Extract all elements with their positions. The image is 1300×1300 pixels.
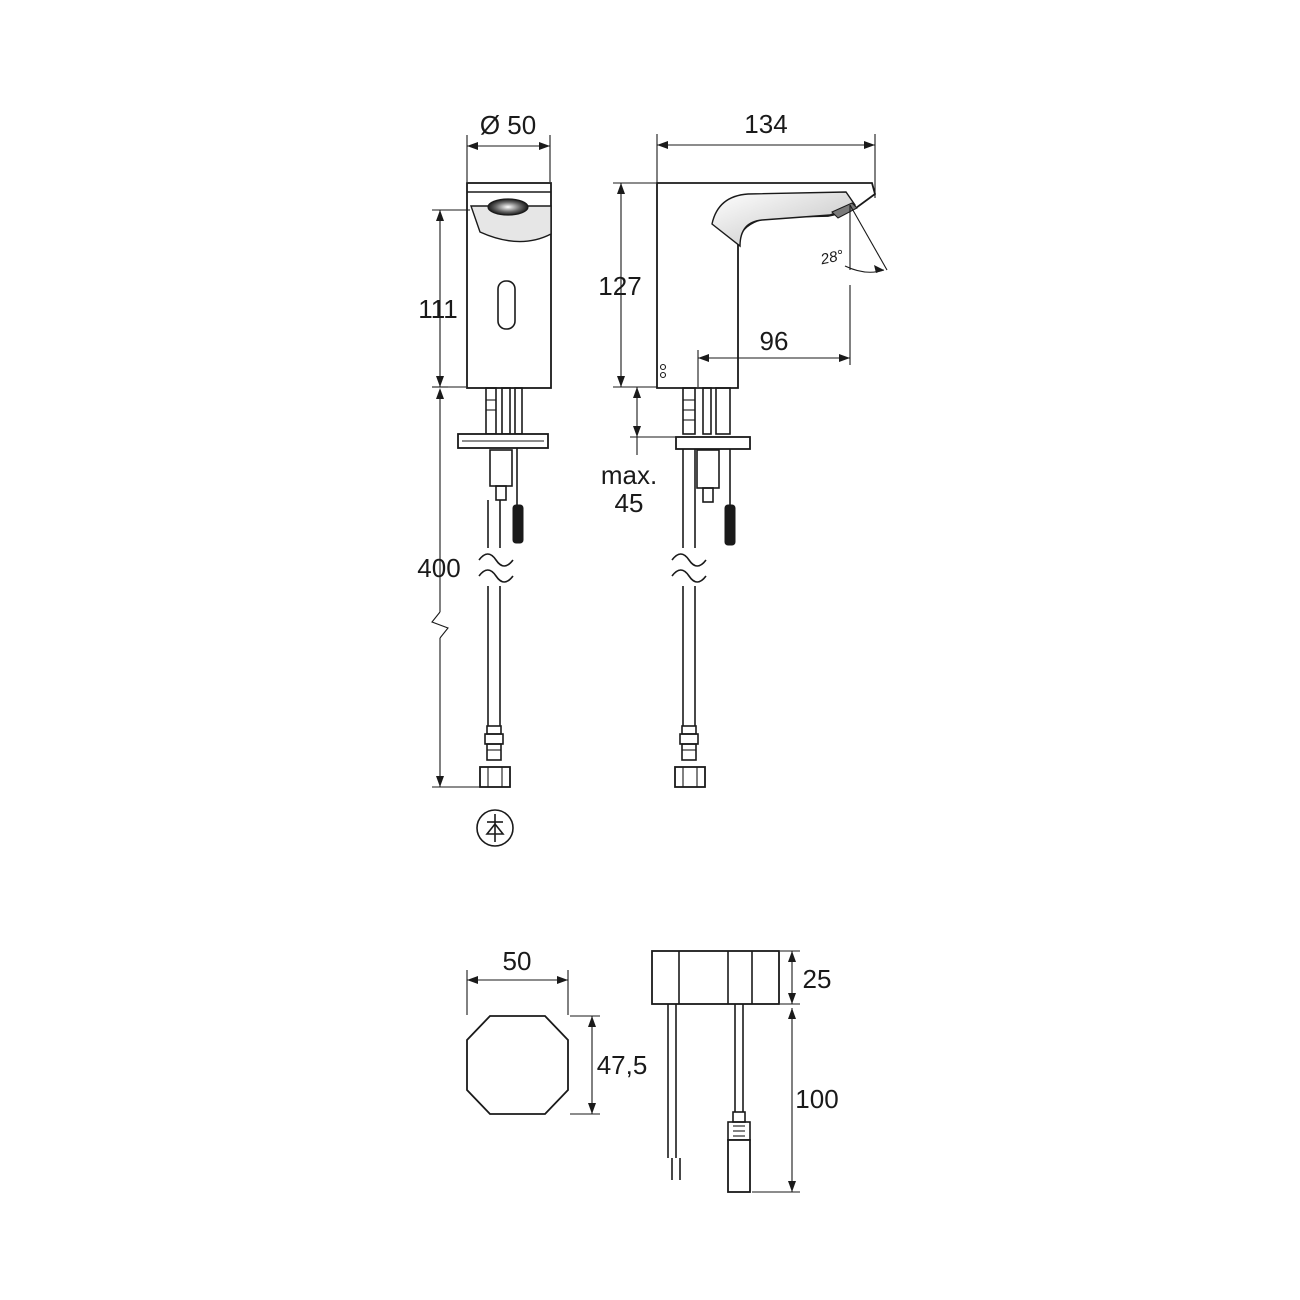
aerator-icon: [487, 198, 529, 216]
spout: [711, 191, 857, 248]
cable-length-label: 100: [795, 1084, 838, 1114]
box-height-label: 25: [803, 964, 832, 994]
control-box: [651, 950, 780, 1005]
side-reach-label: 96: [760, 326, 789, 356]
side-mounting-plate: [675, 436, 751, 450]
box-top-view: 50 47,5: [466, 946, 648, 1115]
box-width-label: 50: [503, 946, 532, 976]
hose-nut: [479, 766, 511, 788]
hose-length-label: 400: [417, 553, 460, 583]
front-diameter-label: Ø 50: [480, 110, 536, 140]
check-valve-symbol: [476, 809, 514, 847]
side-projection-label: 134: [744, 109, 787, 139]
max-label: max.: [601, 460, 657, 490]
sensor-window: [497, 280, 516, 330]
side-hose-nut: [674, 766, 706, 788]
cable-plug: [512, 504, 524, 544]
box-depth-label: 47,5: [597, 1050, 648, 1080]
side-view: 134 28° 127 96 max. 45: [598, 109, 888, 788]
side-height-label: 127: [598, 271, 641, 301]
max-value-label: 45: [615, 488, 644, 518]
box-octagon: [466, 1015, 569, 1115]
box-side-view: 25 100: [651, 950, 839, 1193]
spout-face: [470, 205, 552, 243]
front-height-label: 111: [418, 294, 458, 324]
spray-angle-label: 28°: [818, 247, 845, 269]
box-connector: [727, 1139, 751, 1193]
side-cable-plug: [724, 504, 736, 546]
front-view: Ø 50 111: [417, 110, 552, 847]
